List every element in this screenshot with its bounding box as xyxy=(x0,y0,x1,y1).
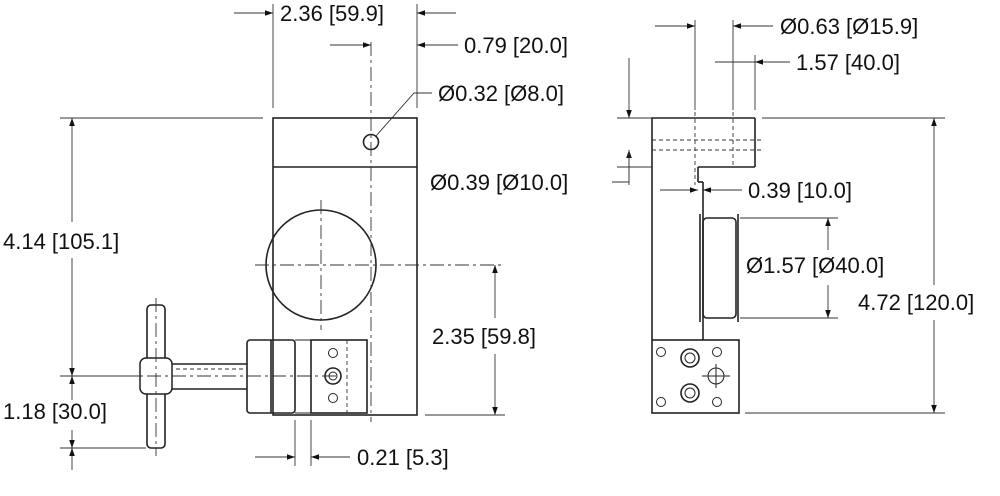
dim-width-overall: 2.36 [59.9] xyxy=(280,1,384,26)
spool xyxy=(702,217,737,319)
side-dimensions: Ø0.63 [Ø15.9] 1.57 [40.0] Ø0.39 [Ø10.0] … xyxy=(430,14,974,414)
side-screw-top xyxy=(680,348,700,368)
side-clamp-base xyxy=(651,339,740,414)
dim-height-side: 4.72 [120.0] xyxy=(858,290,974,315)
clamp-block xyxy=(310,339,368,414)
clamp-hole-top xyxy=(328,348,338,358)
dim-bore-height: 2.35 [59.8] xyxy=(432,324,536,349)
dim-handle-height: 1.18 [30.0] xyxy=(3,399,107,424)
side-screw-bottom xyxy=(680,383,700,403)
front-view xyxy=(122,42,505,456)
side-view xyxy=(617,112,762,414)
dim-step-width: 0.39 [10.0] xyxy=(748,178,852,203)
side-back-edge xyxy=(651,117,698,340)
dim-side-hole-dia: Ø0.39 [Ø10.0] xyxy=(430,170,568,195)
dim-offset-top-hole: 0.79 [20.0] xyxy=(464,33,568,58)
leader-top-hole xyxy=(375,92,432,137)
front-body xyxy=(272,117,418,416)
dim-height-front: 4.14 [105.1] xyxy=(3,229,119,254)
dim-top-bore-dia: Ø0.63 [Ø15.9] xyxy=(780,14,918,39)
dim-top-bore-depth: 1.57 [40.0] xyxy=(796,50,900,75)
front-dimensions: 2.36 [59.9] 0.79 [20.0] Ø0.32 [Ø8.0] 4.1… xyxy=(3,1,568,470)
dim-top-hole-dia: Ø0.32 [Ø8.0] xyxy=(438,81,564,106)
clamp-hole-bottom xyxy=(328,393,338,403)
dim-collar-thickness: 0.21 [5.3] xyxy=(357,445,449,470)
dim-spool-dia: Ø1.57 [Ø40.0] xyxy=(746,253,884,278)
